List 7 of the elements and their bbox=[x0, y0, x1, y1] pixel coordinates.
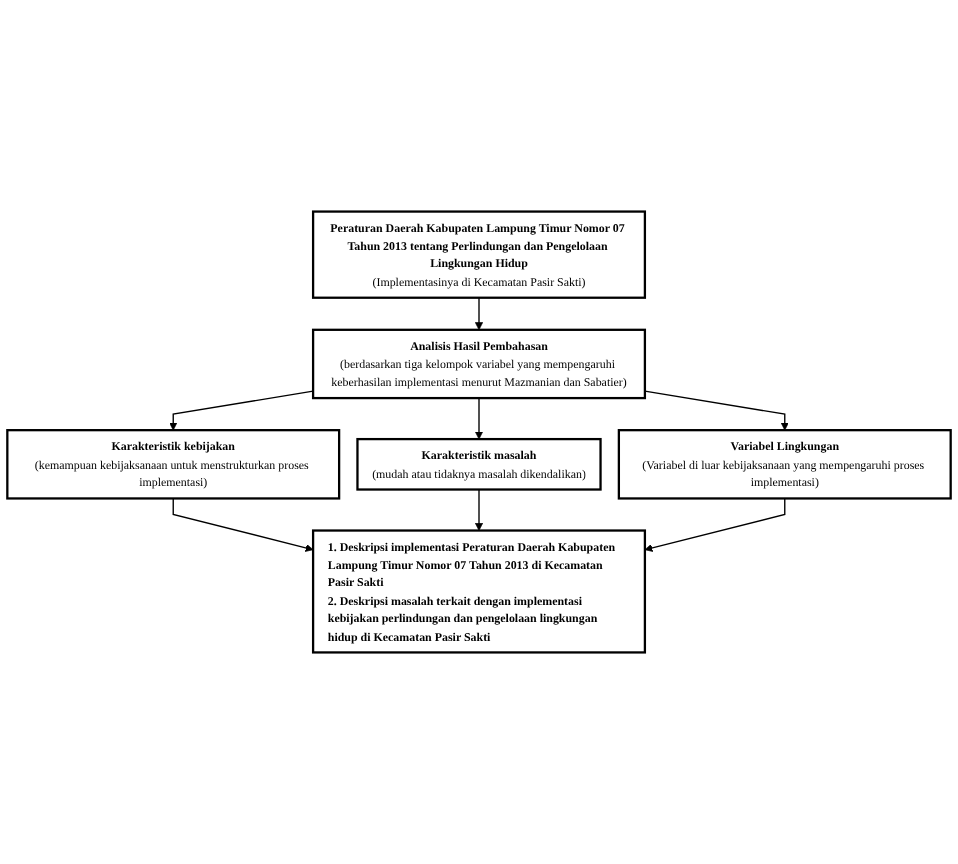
arrow bbox=[644, 390, 789, 431]
arrow bbox=[474, 488, 484, 531]
arrow bbox=[474, 297, 484, 331]
arrow bbox=[644, 497, 786, 552]
arrow bbox=[169, 390, 314, 431]
arrow bbox=[474, 397, 484, 440]
arrow bbox=[172, 497, 314, 552]
